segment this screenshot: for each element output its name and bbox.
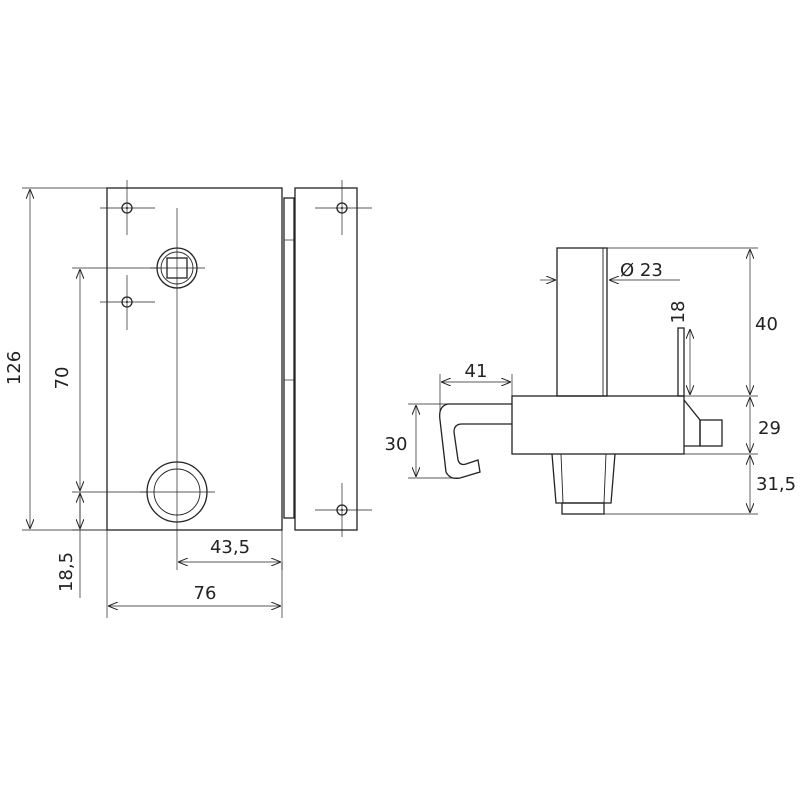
dim-label-40: 40 bbox=[755, 314, 778, 335]
keeper-hole-bottom bbox=[315, 483, 372, 537]
front-view: 126 70 18,5 43,5 76 bbox=[4, 180, 372, 618]
dim-label-29: 29 bbox=[758, 418, 781, 439]
dim-label-30: 30 bbox=[385, 434, 408, 455]
hook-keeper bbox=[439, 403, 512, 480]
dim-label-18: 18 bbox=[668, 301, 689, 324]
dim-spacing-70: 70 bbox=[52, 267, 160, 493]
side-plate bbox=[677, 327, 685, 397]
dim-label-76: 76 bbox=[194, 583, 217, 604]
dim-label-126: 126 bbox=[4, 351, 25, 385]
dim-cylinder-40: 40 bbox=[607, 247, 778, 397]
lock-case bbox=[511, 395, 685, 455]
dim-label-41: 41 bbox=[465, 361, 488, 382]
dim-knob-31-5: 31,5 bbox=[604, 456, 796, 515]
dim-diameter-23: Ø 23 bbox=[540, 260, 680, 281]
dim-width-76: 76 bbox=[106, 530, 283, 618]
dim-offset-18-5: 18,5 bbox=[56, 492, 107, 598]
keeper-hole-top bbox=[315, 180, 372, 235]
dim-label-31-5: 31,5 bbox=[756, 474, 796, 495]
dim-case-29: 29 bbox=[684, 398, 781, 455]
dim-height-126: 126 bbox=[4, 187, 107, 531]
dim-hook-41: 41 bbox=[439, 361, 513, 412]
bottom-knob bbox=[551, 453, 616, 515]
dim-backset-43-5: 43,5 bbox=[176, 520, 283, 570]
cylinder bbox=[556, 247, 608, 397]
lock-body-plate bbox=[106, 187, 283, 531]
dim-label-18-5: 18,5 bbox=[56, 552, 77, 592]
dim-label-diameter-23: Ø 23 bbox=[620, 260, 663, 281]
keeper-plate bbox=[294, 187, 358, 531]
screw-hole-top bbox=[100, 180, 155, 235]
hinge-strip bbox=[283, 197, 295, 519]
cylinder-hole bbox=[140, 461, 215, 523]
dim-hook-30: 30 bbox=[385, 403, 460, 479]
screw-hole-middle bbox=[100, 275, 155, 330]
dim-label-43-5: 43,5 bbox=[210, 537, 250, 558]
latch-bolt bbox=[683, 399, 723, 447]
side-view: Ø 23 18 40 29 31,5 bbox=[385, 247, 796, 515]
dim-label-70: 70 bbox=[52, 367, 73, 390]
dim-plate-18: 18 bbox=[668, 301, 690, 394]
